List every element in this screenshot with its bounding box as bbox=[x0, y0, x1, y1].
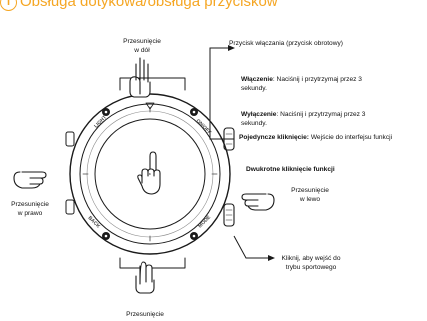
swipe-left-hand-icon bbox=[241, 193, 275, 211]
top-strap bbox=[119, 77, 186, 91]
back-button bbox=[65, 199, 75, 215]
bezel-mark-light: LIGHT bbox=[93, 115, 108, 130]
bottom-strap bbox=[119, 257, 186, 269]
power-on-text: : Naciśnij i przytrzymaj przez 3 sekundy… bbox=[241, 76, 362, 92]
power-button-connector bbox=[209, 47, 234, 140]
sport-mode-label-line1: Kliknij, aby wejść do bbox=[281, 255, 341, 262]
swipe-right-hand-icon bbox=[13, 171, 47, 189]
power-off-instruction: Wyłączenie: Naciśnij i przytrzymaj przez… bbox=[241, 111, 381, 128]
swipe-down-label-line1: Przesunięcie bbox=[123, 38, 161, 45]
mode-connector-arrow bbox=[268, 255, 275, 261]
power-off-label: Wyłączenie bbox=[241, 111, 277, 118]
power-button-title: Przycisk włączania (przycisk obrotowy) bbox=[229, 40, 343, 47]
swipe-down-hand-icon bbox=[129, 57, 151, 98]
mode-button bbox=[223, 203, 235, 227]
bezel-mark-back: BACK bbox=[87, 215, 102, 230]
swipe-right-label: Przesunięcie w prawo bbox=[0, 201, 60, 218]
power-off-text: : Naciśnij i przytrzymaj przez 3 sekundy… bbox=[241, 111, 366, 127]
power-on-label: Włączenie bbox=[241, 76, 273, 83]
light-button bbox=[65, 131, 75, 147]
mode-button-connector bbox=[233, 235, 268, 259]
single-click-text: Wejście do interfejsu funkcji bbox=[309, 134, 393, 141]
power-on-instruction: Włączenie: Naciśnij i przytrzymaj przez … bbox=[241, 76, 381, 93]
swipe-left-label-line2: w lewo bbox=[299, 195, 321, 203]
swipe-left-label: Przesunięcie w lewo bbox=[282, 187, 338, 204]
bezel-triangle bbox=[145, 102, 155, 110]
double-tap-label: Dwukrotne kliknięcie funkcji bbox=[246, 166, 335, 173]
watch-dial bbox=[94, 118, 206, 230]
power-connector-arrow bbox=[228, 45, 235, 51]
swipe-right-label-line2: w prawo bbox=[17, 209, 43, 217]
swipe-up-label: Przesunięcie bbox=[126, 311, 164, 318]
double-tap-hand-icon bbox=[137, 151, 161, 195]
swipe-down-label: Przesunięcie w dół bbox=[118, 38, 166, 55]
swipe-up-hand-icon bbox=[135, 261, 155, 294]
swipe-left-label-line1: Przesunięcie bbox=[291, 187, 329, 194]
swipe-right-label-line1: Przesunięcie bbox=[11, 201, 49, 208]
sport-mode-label-line2: trybu sportowego bbox=[285, 263, 337, 271]
swipe-down-label-line2: w dół bbox=[134, 46, 150, 54]
single-click-instruction: Pojedyncze kliknięcie: Wejście do interf… bbox=[239, 134, 427, 143]
single-click-label: Pojedyncze kliknięcie: bbox=[239, 134, 309, 141]
watch-bezel bbox=[79, 103, 221, 245]
sport-mode-label: Kliknij, aby wejść do trybu sportowego bbox=[266, 255, 356, 272]
title-text: Obsługa dotykowa/obsługa przycisków bbox=[20, 0, 278, 10]
